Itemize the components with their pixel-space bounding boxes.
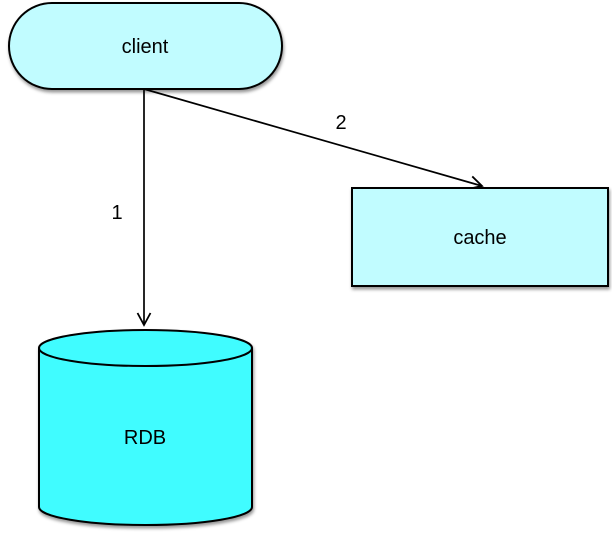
edge-label-2: 2 [335,112,346,134]
cache-rect-shape [351,187,609,287]
client-label: client [122,36,169,58]
edge-client-to-rdb: 1 [111,89,152,327]
edge-label-1: 1 [111,202,122,224]
edge-client-to-cache: 2 [143,88,484,190]
node-client: client [8,2,283,90]
cache-label: cache [453,227,506,249]
client-stadium-shape [8,2,283,90]
node-rdb: RDB [38,329,253,526]
rdb-label: RDB [124,427,166,449]
arrow-client-to-cache [143,88,484,190]
node-cache: cache [351,187,609,287]
rdb-cylinder-shape [38,329,253,526]
